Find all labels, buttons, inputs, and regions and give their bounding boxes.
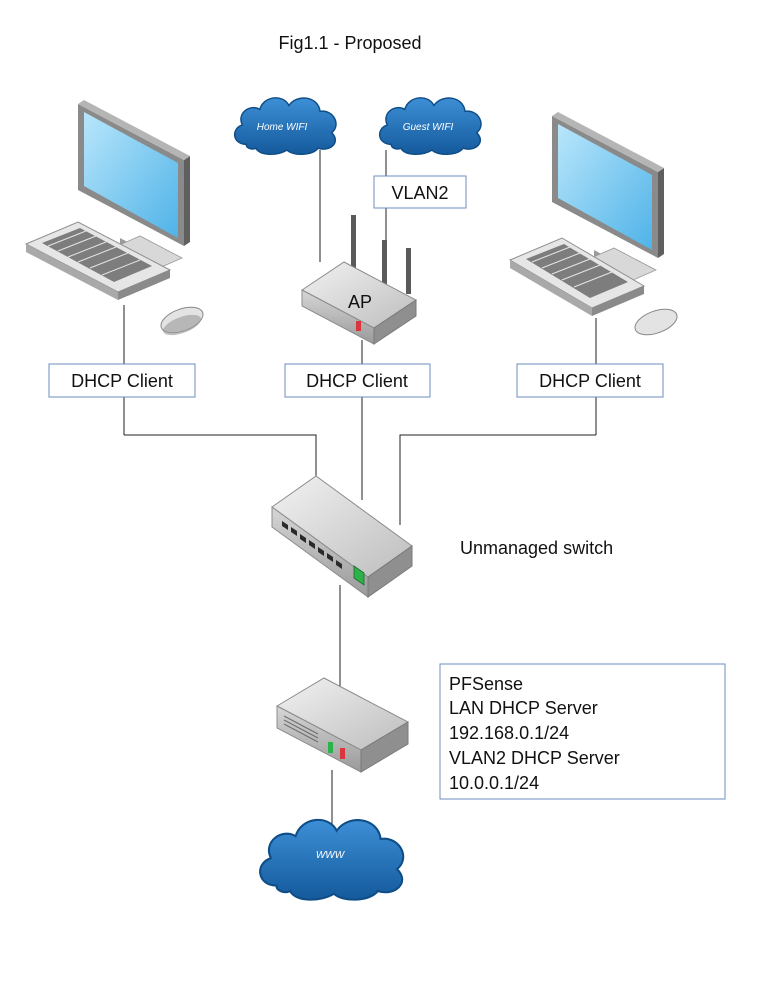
- pfsense-info-box: PFSense LAN DHCP Server 192.168.0.1/24 V…: [439, 663, 726, 800]
- unmanaged-switch-icon: [271, 475, 413, 724]
- guest-wifi-cloud: Guest WIFI: [378, 97, 482, 156]
- dhcp-client-left-box: DHCP Client: [48, 363, 196, 398]
- vlan2-label-box: VLAN2: [373, 175, 467, 209]
- pfsense-line-lan-dhcp: LAN DHCP Server: [449, 698, 598, 718]
- pfsense-router-icon: [275, 677, 410, 773]
- dhcp-client-center-box: DHCP Client: [284, 363, 431, 398]
- guest-wifi-label: Guest WIFI: [403, 122, 454, 133]
- dhcp-client-left-label: DHCP Client: [71, 371, 173, 391]
- left-computer-icon: [24, 100, 204, 336]
- home-wifi-cloud: Home WIFI: [233, 97, 337, 156]
- ap-label: AP: [348, 292, 372, 312]
- pfsense-line-vlan2-dhcp: VLAN2 DHCP Server: [449, 748, 620, 768]
- diagram-title: Fig1.1 - Proposed: [278, 33, 421, 53]
- wire-right-to-switch: [399, 434, 596, 525]
- pfsense-line-lan-subnet: 192.168.0.1/24: [449, 723, 569, 743]
- pfsense-line-vlan2-subnet: 10.0.0.1/24: [449, 773, 539, 793]
- vlan2-label: VLAN2: [391, 183, 448, 203]
- dhcp-client-center-label: DHCP Client: [306, 371, 408, 391]
- home-wifi-label: Home WIFI: [257, 122, 308, 133]
- access-point-icon: AP: [301, 215, 417, 345]
- wire-left-to-switch: [124, 434, 317, 478]
- pfsense-line-name: PFSense: [449, 674, 523, 694]
- www-label: WWW: [316, 850, 346, 861]
- www-cloud: WWW: [258, 818, 405, 901]
- dhcp-client-right-box: DHCP Client: [516, 363, 664, 398]
- right-computer-icon: [508, 112, 678, 336]
- switch-label: Unmanaged switch: [460, 538, 613, 558]
- dhcp-client-right-label: DHCP Client: [539, 371, 641, 391]
